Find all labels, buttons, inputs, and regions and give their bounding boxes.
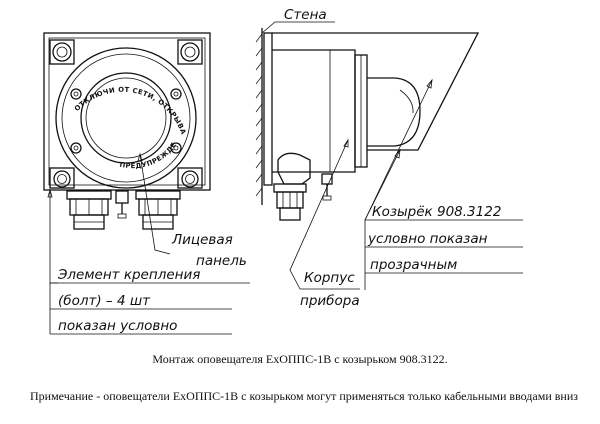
label-fastener-2: (болт) – 4 шт [58,293,151,309]
label-fastener-3: показан условно [58,318,177,334]
visor [272,32,480,151]
bolt-bottom-right [177,167,203,189]
figure-note: Примечание - оповещатели ЕхОППС-1В с коз… [30,389,579,403]
bolt-top-left [49,39,75,65]
housing-side [272,49,356,173]
ring-text-top: ОТКЛЮЧИ ОТ СЕТИ, ОТКРЫВАТЬ [0,0,188,136]
label-front-panel-2: панель [196,253,247,269]
label-fastener-1: Элемент крепления [57,267,200,283]
side-cable-gland [273,152,311,221]
cable-gland-left [66,190,112,230]
housing-outer [55,47,197,189]
bolt-bottom-left [49,167,75,189]
side-view-leaders [289,78,523,290]
lens-dome [367,77,421,147]
label-visor-2: условно показан [367,231,488,247]
mounting-plate [43,32,211,191]
front-view-leaders [47,152,250,335]
front-view: ОТКЛЮЧИ ОТ СЕТИ, ОТКРЫВАТЬ ПРЕДУПРЕЖДЕНИ… [0,0,211,230]
bolt-top-right [177,39,203,65]
mounting-drawing: ОТКЛЮЧИ ОТ СЕТИ, ОТКРЫВАТЬ ПРЕДУПРЕЖДЕНИ… [0,0,523,335]
label-visor-3: прозрачным [370,257,457,273]
ground-screw [115,190,129,219]
side-view [255,21,480,221]
side-ground-screw [321,173,333,201]
figure-caption: Монтаж оповещателя ЕхОППС-1В с козырьком… [152,352,448,366]
label-visor-1: Козырёк 908.3122 [372,204,501,220]
front-panel-window [80,72,172,164]
cable-gland-right [135,190,181,230]
label-housing-2: прибора [300,293,360,309]
label-housing-1: Корпус [304,270,355,286]
label-wall: Стена [284,7,327,23]
label-front-panel-1: Лицевая [171,232,233,248]
